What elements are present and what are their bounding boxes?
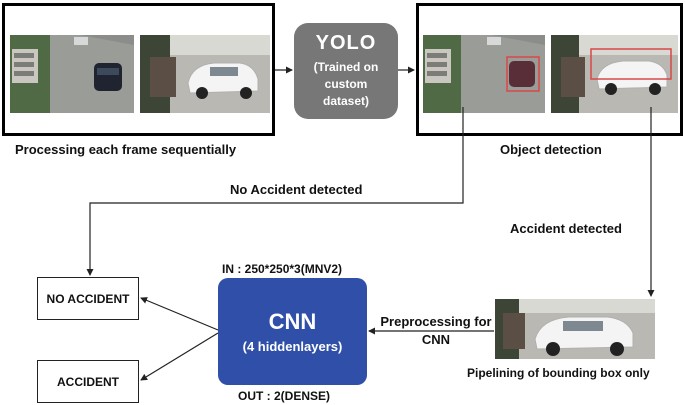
frames-caption: Processing each frame sequentially <box>15 142 237 157</box>
bbox-caption: Pipelining of bounding box only <box>467 366 650 380</box>
detection-image-1 <box>423 35 545 113</box>
yolo-subtitle: (Trained on custom dataset) <box>313 60 379 108</box>
no-accident-arrow <box>86 107 464 276</box>
no-accident-edge-label: No Accident detected <box>230 182 363 197</box>
frame-image-1 <box>10 35 134 113</box>
cnn-input-label: IN : 250*250*3(MNV2) <box>222 262 343 276</box>
frame-image-2 <box>140 35 270 113</box>
no-accident-node: NO ACCIDENT <box>37 277 139 320</box>
accident-edge-label: Accident detected <box>510 221 622 236</box>
detection-caption: Object detection <box>500 142 602 157</box>
cnn-box: CNN (4 hiddenlayers) <box>218 278 367 385</box>
cnn-title: CNN <box>268 309 317 334</box>
accident-node: ACCIDENT <box>37 360 139 403</box>
yolo-box: YOLO (Trained on custom dataset) <box>294 23 398 119</box>
cnn-to-no-accident-arrow <box>140 297 219 331</box>
preprocessing-edge-label: Preprocessing for CNN <box>380 314 492 347</box>
detection-frames-box <box>416 3 683 136</box>
input-frames-box <box>2 3 275 136</box>
bbox-crop-image <box>495 299 655 359</box>
cnn-subtitle: (4 hiddenlayers) <box>242 339 343 354</box>
detection-image-2 <box>551 35 678 113</box>
cnn-output-label: OUT : 2(DENSE) <box>238 389 331 403</box>
yolo-title: YOLO <box>315 32 377 54</box>
cnn-to-accident-arrow <box>140 332 219 381</box>
